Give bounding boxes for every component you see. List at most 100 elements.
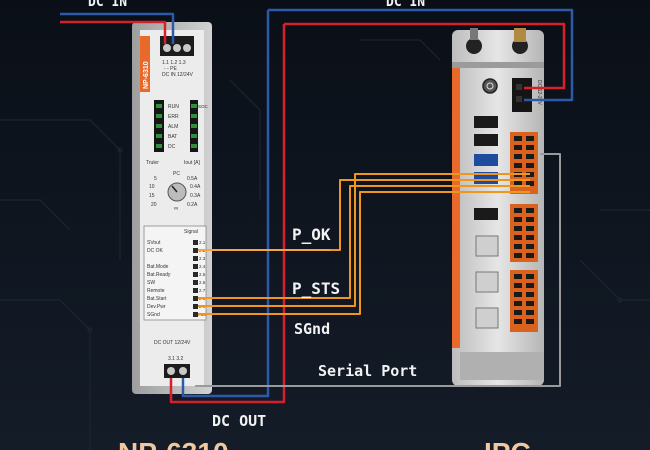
signal-pinnum-1: 2.1 xyxy=(199,240,206,245)
signal-pin-2 xyxy=(193,248,198,253)
ipc-terminal-block-3 xyxy=(510,270,538,332)
antenna-cap xyxy=(470,28,478,40)
ipc-dc-pin-2 xyxy=(516,96,522,102)
mount-hole-left xyxy=(466,38,482,54)
dc-out-label: DC OUT xyxy=(212,412,266,430)
signal-pin-3 xyxy=(193,256,198,261)
signal-name-1: SVout xyxy=(147,240,161,246)
ipc-top-ridge xyxy=(452,62,544,68)
np-front-panel xyxy=(140,30,204,386)
lan-port-1[interactable] xyxy=(475,235,499,257)
ipc-dc-label: DC 12-24V xyxy=(536,80,542,105)
ipc-bottom-panel xyxy=(460,352,544,380)
led-dc-label: DC xyxy=(168,144,176,150)
power-symbol-icon xyxy=(486,82,494,90)
np-top-pins: 1.1 1.2 1.3 xyxy=(162,60,186,66)
led-run-label: RUN xyxy=(168,104,179,110)
wire-dcout-red xyxy=(169,24,286,404)
ipc-terminal-block-1 xyxy=(510,132,538,194)
signal-pin-7 xyxy=(193,288,198,293)
signal-name-4: Bat.Mode xyxy=(147,264,169,270)
np-bottom-screw-2 xyxy=(179,367,187,375)
signal-name-5: Bat.Ready xyxy=(147,272,171,278)
signal-pin-5 xyxy=(193,272,198,277)
signal-pinnum-6: 2.6 xyxy=(199,280,206,285)
t-ruler-label: Truler xyxy=(146,160,159,166)
footer-left-title: NP-6310 xyxy=(118,437,229,450)
np-dc-out-label: DC OUT 12/24V xyxy=(154,340,191,346)
ipc-device: DC 12-24V xyxy=(452,28,544,386)
lan-port-3[interactable] xyxy=(475,307,499,329)
signal-pin-8 xyxy=(193,296,198,301)
dial-right-0: 0.5A xyxy=(187,176,198,182)
np-top-screw-3 xyxy=(183,44,191,52)
np-bottom-screw-1 xyxy=(167,367,175,375)
dc-in-left-label: DC IN xyxy=(88,0,127,10)
ipc-dc-terminal xyxy=(512,78,532,112)
wire-dcin-left-blue xyxy=(60,12,175,44)
np6310-device: NP-6310 1.1 1.2 1.3 - - PE DC IN 12/24V … xyxy=(132,22,212,394)
signal-name-10: SGnd xyxy=(147,312,160,318)
p-ok-label: P_OK xyxy=(292,225,331,244)
serial-port-label: Serial Port xyxy=(318,362,417,380)
signal-name-6: SW xyxy=(147,280,155,286)
wire-dcin-left-red xyxy=(60,20,167,44)
np-model-label: NP-6310 xyxy=(143,61,150,89)
dc-in-right-label: DC IN xyxy=(386,0,425,10)
antenna-connector xyxy=(514,28,526,42)
np-model-badge xyxy=(140,36,150,92)
signal-pin-6 xyxy=(193,280,198,285)
dial-left-2: 15 xyxy=(149,193,155,199)
signal-pinnum-7: 2.7 xyxy=(199,288,206,293)
ipc-dc-pin-1 xyxy=(516,84,522,90)
dial-right-3: 0.2A xyxy=(187,202,198,208)
signal-pinnum-5: 2.5 xyxy=(199,272,206,277)
ipc-terminal-block-2 xyxy=(510,204,538,262)
dial-right-1: 0.4A xyxy=(190,184,201,190)
np-bottom-pins: 3.1 3.2 xyxy=(168,356,184,362)
np-led-panel xyxy=(154,100,198,152)
p-sts-label: P_STS xyxy=(292,279,340,298)
dial-left-0: 5 xyxy=(154,176,157,182)
hdmi-port[interactable] xyxy=(474,208,498,220)
signal-pin-10 xyxy=(193,312,198,317)
dial-bottom-label: ∞ xyxy=(174,206,178,212)
i-out-label: Iout [A] xyxy=(184,160,200,166)
ipc-accent-stripe xyxy=(452,68,460,348)
led-alm-label: ALM xyxy=(168,124,178,130)
wire-dcin-right-blue xyxy=(268,8,574,102)
signal-pinnum-4: 2.4 xyxy=(199,264,206,269)
usb3-port-1[interactable] xyxy=(474,154,498,166)
wire-serial-port xyxy=(195,153,561,387)
signal-name-7: Remote xyxy=(147,288,165,294)
np-top-screw-2 xyxy=(173,44,181,52)
dial-right-2: 0.3A xyxy=(190,193,201,199)
pc-label: PC xyxy=(173,171,180,177)
wire-dcout-blue xyxy=(181,10,270,398)
signal-pin-4 xyxy=(193,264,198,269)
usb-port-2[interactable] xyxy=(474,134,498,146)
led-bat-label: BAT xyxy=(168,134,177,140)
power-button-icon[interactable] xyxy=(482,78,498,94)
signal-title: Signal xyxy=(184,229,198,235)
dial-left-3: 20 xyxy=(151,202,157,208)
sgnd-label: SGnd xyxy=(294,320,330,338)
signal-name-9: Dev.Pwr xyxy=(147,304,166,310)
wire-dev-pwr xyxy=(198,173,530,307)
np-top-signs: - - PE xyxy=(164,66,177,72)
signal-pin-1 xyxy=(193,240,198,245)
wires xyxy=(60,8,574,404)
dial-pointer xyxy=(171,185,178,193)
usb-port-1[interactable] xyxy=(474,116,498,128)
wire-dcin-right-red xyxy=(284,22,566,90)
signal-pin-9 xyxy=(193,304,198,309)
circuit-traces xyxy=(0,39,650,450)
wire-p-sts xyxy=(198,185,530,299)
lan-port-2[interactable] xyxy=(475,271,499,293)
dial-left-1: 10 xyxy=(149,184,155,190)
soc-label: SOC xyxy=(198,104,209,109)
signal-name-8: Bat.Start xyxy=(147,296,167,302)
led-err-label: ERR xyxy=(168,114,179,120)
